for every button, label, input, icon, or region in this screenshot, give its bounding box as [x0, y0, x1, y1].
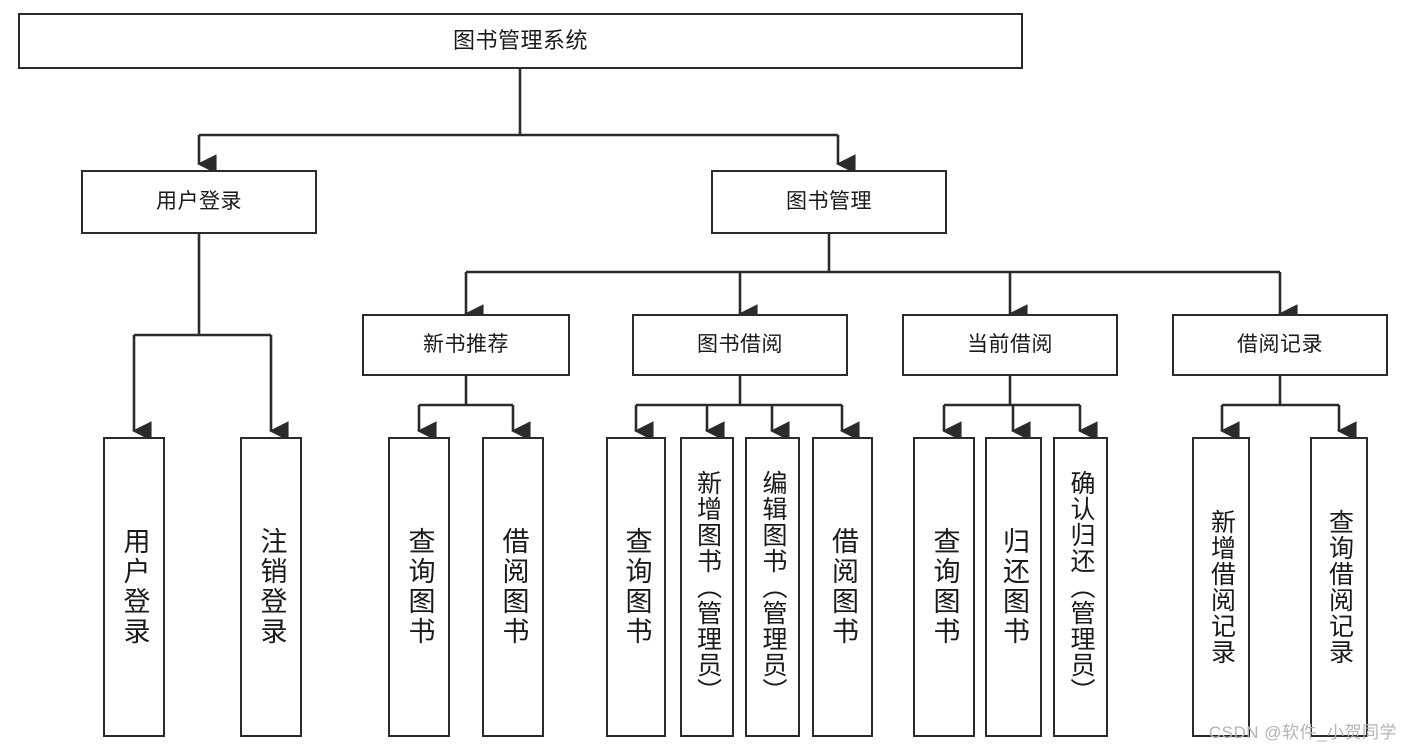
leaf-return-book[interactable]: 归还图书	[985, 437, 1042, 737]
node-book-borrow[interactable]: 图书借阅	[632, 314, 848, 376]
leaf-borrow-book-label: 借阅图书	[828, 527, 858, 647]
leaf-add-borrow-record-label: 新增借阅记录	[1207, 509, 1236, 665]
node-root[interactable]: 图书管理系统	[18, 13, 1023, 69]
leaf-query-book-current[interactable]: 查询图书	[913, 437, 975, 737]
node-current-borrow-label: 当前借阅	[967, 333, 1053, 357]
leaf-borrow-book[interactable]: 借阅图书	[812, 437, 873, 737]
node-book-management-label: 图书管理	[786, 190, 872, 214]
leaf-user-login[interactable]: 用户登录	[103, 437, 165, 737]
leaf-add-borrow-record[interactable]: 新增借阅记录	[1192, 437, 1250, 737]
leaf-confirm-return-admin[interactable]: 确认归还（管理员）	[1053, 437, 1108, 737]
node-book-management[interactable]: 图书管理	[711, 170, 947, 234]
leaf-query-book-borrow[interactable]: 查询图书	[606, 437, 666, 737]
leaf-query-borrow-record[interactable]: 查询借阅记录	[1310, 437, 1368, 737]
node-new-book-recommend-label: 新书推荐	[423, 333, 509, 357]
node-current-borrow[interactable]: 当前借阅	[902, 314, 1118, 376]
leaf-query-book-current-label: 查询图书	[929, 527, 960, 647]
leaf-return-book-label: 归还图书	[999, 527, 1029, 647]
node-borrow-record[interactable]: 借阅记录	[1172, 314, 1388, 376]
leaf-query-book-borrow-label: 查询图书	[621, 527, 652, 647]
leaf-user-login-label: 用户登录	[119, 527, 150, 647]
leaf-add-book-admin[interactable]: 新增图书（管理员）	[680, 437, 734, 737]
leaf-logout-label: 注销登录	[256, 527, 287, 647]
leaf-logout[interactable]: 注销登录	[240, 437, 302, 737]
leaf-edit-book-admin-label: 编辑图书（管理员）	[759, 470, 787, 704]
leaf-edit-book-admin[interactable]: 编辑图书（管理员）	[745, 437, 800, 737]
node-user-login[interactable]: 用户登录	[81, 170, 317, 234]
leaf-borrow-book-new-label: 借阅图书	[498, 527, 529, 647]
leaf-query-book-new-label: 查询图书	[404, 527, 435, 647]
leaf-confirm-return-admin-label: 确认归还（管理员）	[1067, 470, 1095, 704]
watermark: CSDN @软件_小贺同学	[1208, 723, 1397, 742]
node-new-book-recommend[interactable]: 新书推荐	[362, 314, 570, 376]
leaf-query-book-new[interactable]: 查询图书	[388, 437, 450, 737]
node-user-login-label: 用户登录	[156, 190, 242, 214]
leaf-query-borrow-record-label: 查询借阅记录	[1325, 509, 1354, 665]
leaf-add-book-admin-label: 新增图书（管理员）	[693, 470, 722, 704]
node-book-borrow-label: 图书借阅	[697, 333, 783, 357]
leaf-borrow-book-new[interactable]: 借阅图书	[482, 437, 544, 737]
node-borrow-record-label: 借阅记录	[1237, 333, 1323, 357]
node-root-label: 图书管理系统	[452, 27, 588, 53]
